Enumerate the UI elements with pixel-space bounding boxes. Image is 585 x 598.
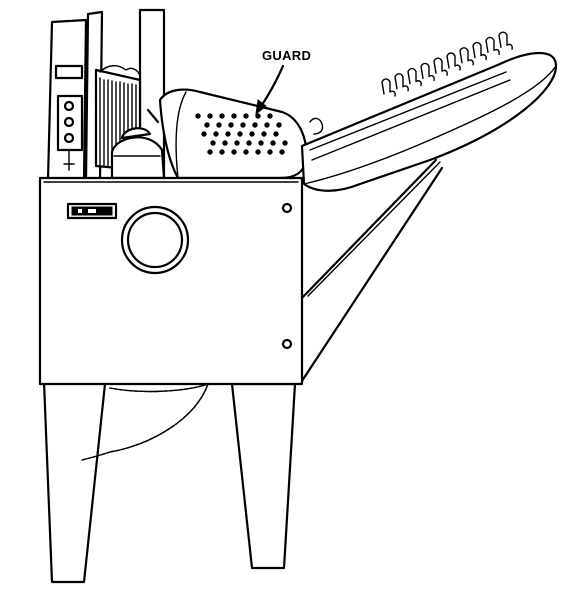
- perforation-dot: [237, 131, 243, 137]
- main-cabinet: [38, 176, 304, 386]
- perforation-dot: [225, 131, 231, 137]
- perforation-dot: [273, 131, 279, 137]
- perforation-dot: [231, 149, 237, 155]
- perforation-dot: [261, 131, 267, 137]
- tray-article: [407, 67, 422, 87]
- perforation-dot: [255, 149, 261, 155]
- machine-legs: [42, 380, 297, 584]
- rear-panels: [46, 8, 166, 182]
- perforation-dot: [267, 113, 273, 119]
- screw-icon: [281, 338, 293, 350]
- guard-cover: [158, 88, 308, 180]
- perforation-dot: [252, 122, 258, 128]
- perforation-dot: [243, 149, 249, 155]
- perforation-dot: [258, 140, 264, 146]
- perforation-dot: [207, 149, 213, 155]
- tray-article: [394, 73, 409, 92]
- perforation-dot: [246, 140, 252, 146]
- perforation-dot: [276, 122, 282, 128]
- perforation-dot: [219, 149, 225, 155]
- tray-article: [309, 117, 324, 135]
- perforation-dot: [243, 113, 249, 119]
- screw-icon: [281, 202, 293, 214]
- perforation-dot: [219, 113, 225, 119]
- tray-article: [433, 57, 448, 76]
- guard-label: GUARD: [262, 48, 311, 63]
- perforation-dot: [201, 131, 207, 137]
- tray-article: [459, 47, 474, 66]
- tray-article: [498, 31, 513, 50]
- perforation-dot: [270, 140, 276, 146]
- tray-articles: [309, 31, 513, 135]
- perforation-dot: [231, 113, 237, 119]
- perforation-dot: [234, 140, 240, 146]
- tray-article: [446, 52, 461, 71]
- tray-article: [381, 78, 396, 97]
- perforation-dot: [210, 140, 216, 146]
- perforation-dot: [204, 122, 210, 128]
- guard-perforations: [195, 113, 288, 155]
- tray-supports: [298, 158, 444, 386]
- perforation-dot: [228, 122, 234, 128]
- tray-article: [472, 41, 487, 61]
- control-knob: [63, 116, 75, 128]
- beaded-cable: [81, 383, 209, 461]
- perforation-dot: [282, 140, 288, 146]
- perforation-dot: [279, 149, 285, 155]
- perforation-dot: [195, 113, 201, 119]
- perforation-dot: [249, 131, 255, 137]
- perforation-dot: [222, 140, 228, 146]
- perforation-dot: [207, 113, 213, 119]
- dispenser-dome: [110, 108, 166, 180]
- perforation-dot: [213, 131, 219, 137]
- perforation-dot: [240, 122, 246, 128]
- perforation-dot: [255, 113, 261, 119]
- feed-tray: [300, 31, 558, 192]
- tray-article: [485, 36, 500, 56]
- perforation-dot: [264, 122, 270, 128]
- control-knob: [63, 132, 75, 144]
- tray-article: [420, 62, 435, 82]
- perforation-dot: [216, 122, 222, 128]
- indicator-window: [54, 64, 84, 80]
- perforation-dot: [267, 149, 273, 155]
- guard-callout: GUARD: [255, 48, 311, 116]
- control-knob: [63, 100, 75, 112]
